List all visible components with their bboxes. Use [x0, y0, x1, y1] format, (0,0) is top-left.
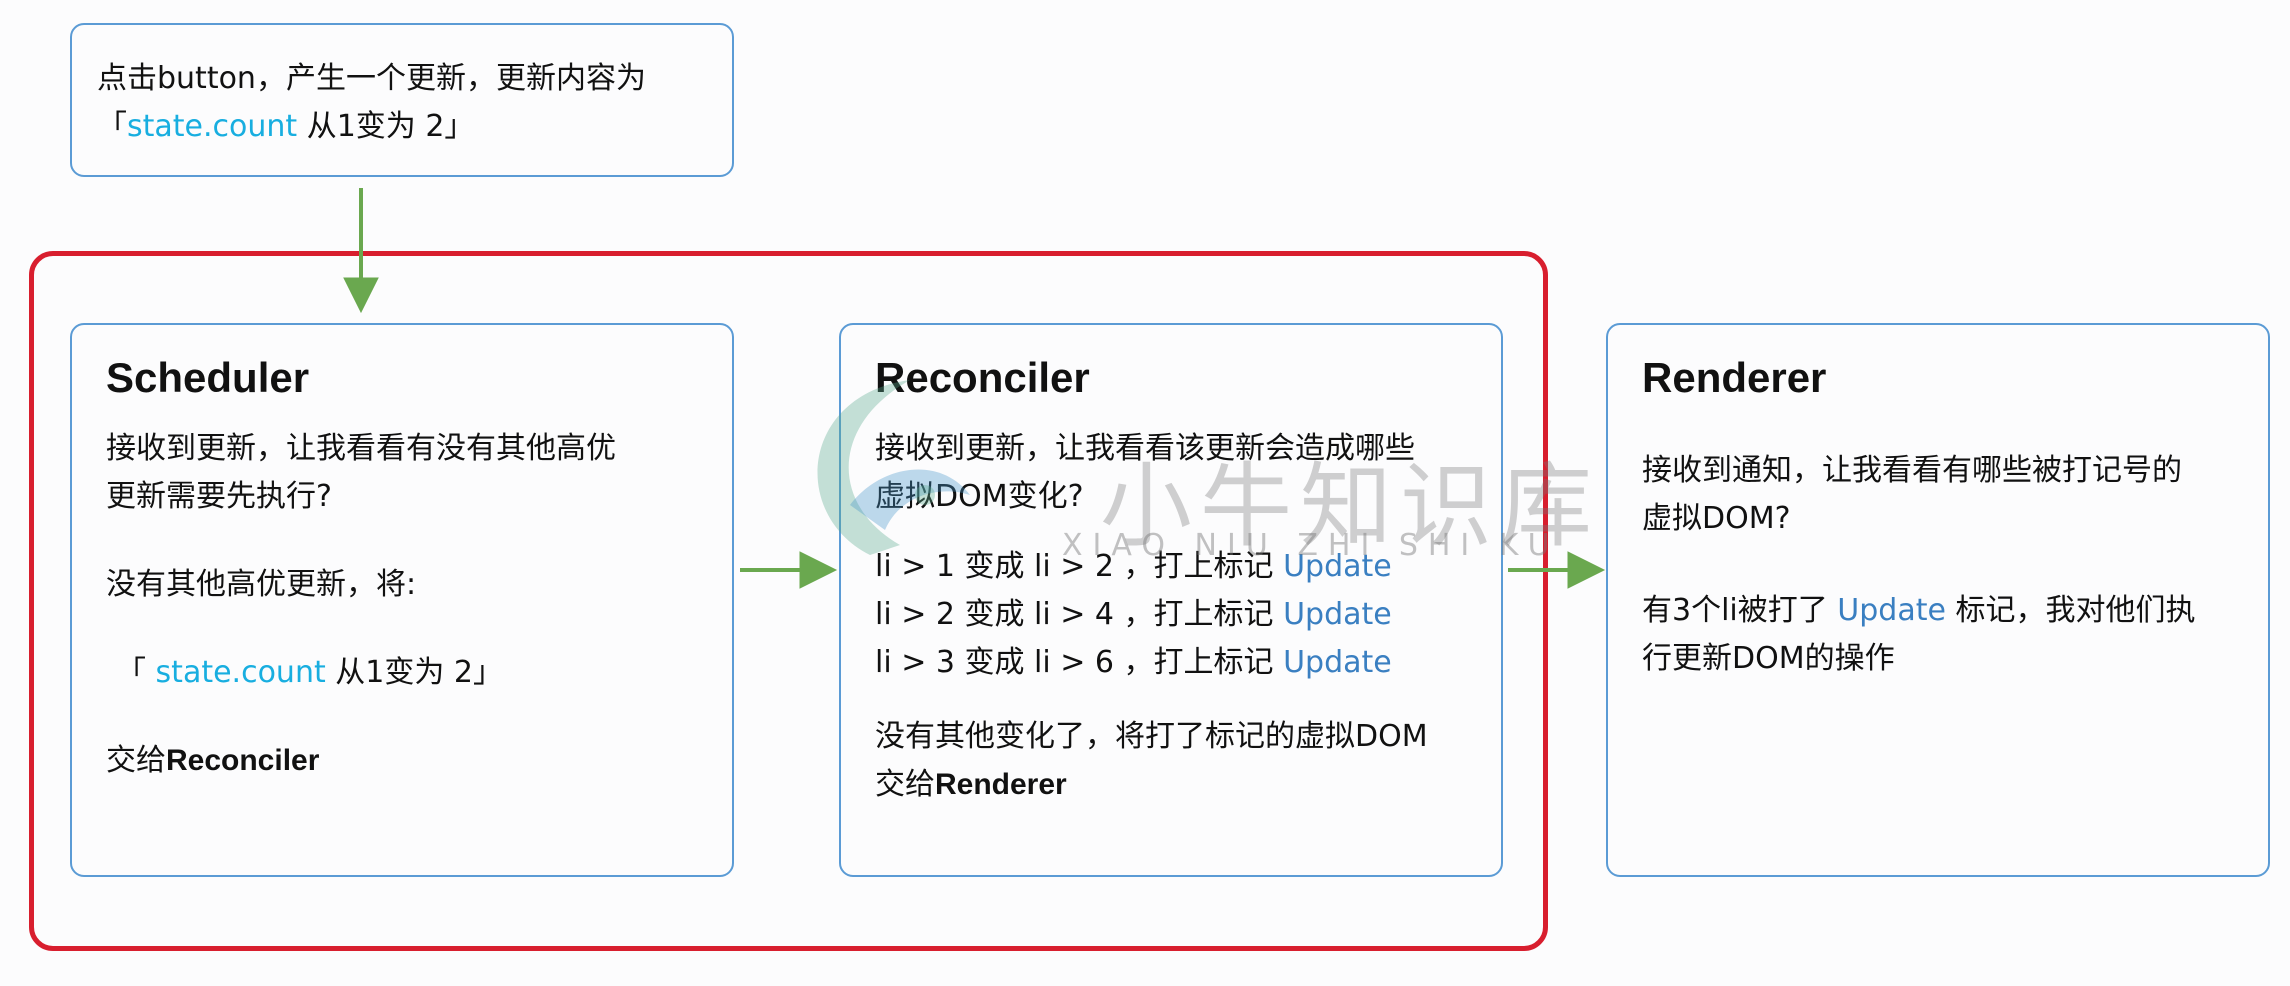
reconciler-text-2: 虚拟DOM变化? — [875, 479, 1084, 515]
renderer-text-2: 虚拟DOM? — [1642, 501, 1791, 537]
update-tag: Update — [1837, 593, 1946, 629]
watermark-subtext: XIAO NIU ZHI SHI KU — [1062, 528, 1560, 563]
scheduler-title: Scheduler — [106, 354, 310, 401]
watermark-text: 小牛知识库 — [1100, 453, 1601, 560]
renderer-text-3: 有3个li被打了 Update 标记，我对他们执 — [1642, 593, 2196, 629]
scheduler-reconciler-group-frame — [29, 251, 1548, 951]
reconciler-ref: Reconciler — [166, 744, 320, 778]
reconciler-change-1: li > 1 变成 li > 2 ，打上标记 Update — [875, 549, 1392, 585]
scheduler-text-1: 接收到更新，让我看看有没有其他高优 — [106, 431, 616, 467]
scheduler-text-3: 没有其他高优更新，将: — [106, 567, 417, 603]
arrow-scheduler-to-reconciler — [740, 551, 838, 589]
update-event-box: 点击button，产生一个更新，更新内容为 「state.count 从1变为 … — [70, 23, 734, 177]
event-text-line2: 「state.count 从1变为 2」 — [97, 109, 475, 144]
reconciler-change-3: li > 3 变成 li > 6 ，打上标记 Update — [875, 645, 1392, 681]
scheduler-text-5: 交给Reconciler — [106, 743, 320, 779]
arrow-reconciler-to-renderer — [1508, 551, 1606, 589]
scheduler-box: Scheduler 接收到更新，让我看看有没有其他高优 更新需要先执行? 没有其… — [70, 323, 734, 877]
reconciler-box: Reconciler 接收到更新，让我看看该更新会造成哪些 虚拟DOM变化? l… — [839, 323, 1503, 877]
state-count-highlight: state.count — [127, 109, 298, 144]
reconciler-change-2: li > 2 变成 li > 4 ，打上标记 Update — [875, 597, 1392, 633]
renderer-text-1: 接收到通知，让我看看有哪些被打记号的 — [1642, 453, 2182, 489]
scheduler-text-4: 「 state.count 从1变为 2」 — [116, 655, 503, 691]
renderer-title: Renderer — [1642, 354, 1827, 401]
reconciler-text-3: 没有其他变化了，将打了标记的虚拟DOM — [875, 719, 1428, 755]
reconciler-text-4: 交给Renderer — [875, 767, 1067, 803]
scheduler-text-2: 更新需要先执行? — [106, 479, 332, 515]
reconciler-text-1: 接收到更新，让我看看该更新会造成哪些 — [875, 431, 1415, 467]
reconciler-title: Reconciler — [875, 354, 1090, 401]
renderer-ref: Renderer — [935, 768, 1067, 802]
event-text-line1: 点击button，产生一个更新，更新内容为 — [97, 61, 646, 96]
renderer-text-4: 行更新DOM的操作 — [1642, 641, 1895, 677]
arrow-event-to-scheduler — [343, 188, 379, 314]
update-tag: Update — [1283, 645, 1392, 681]
update-tag: Update — [1283, 549, 1392, 585]
state-count-highlight: state.count — [155, 655, 326, 691]
update-tag: Update — [1283, 597, 1392, 633]
renderer-box: Renderer 接收到通知，让我看看有哪些被打记号的 虚拟DOM? 有3个li… — [1606, 323, 2270, 877]
